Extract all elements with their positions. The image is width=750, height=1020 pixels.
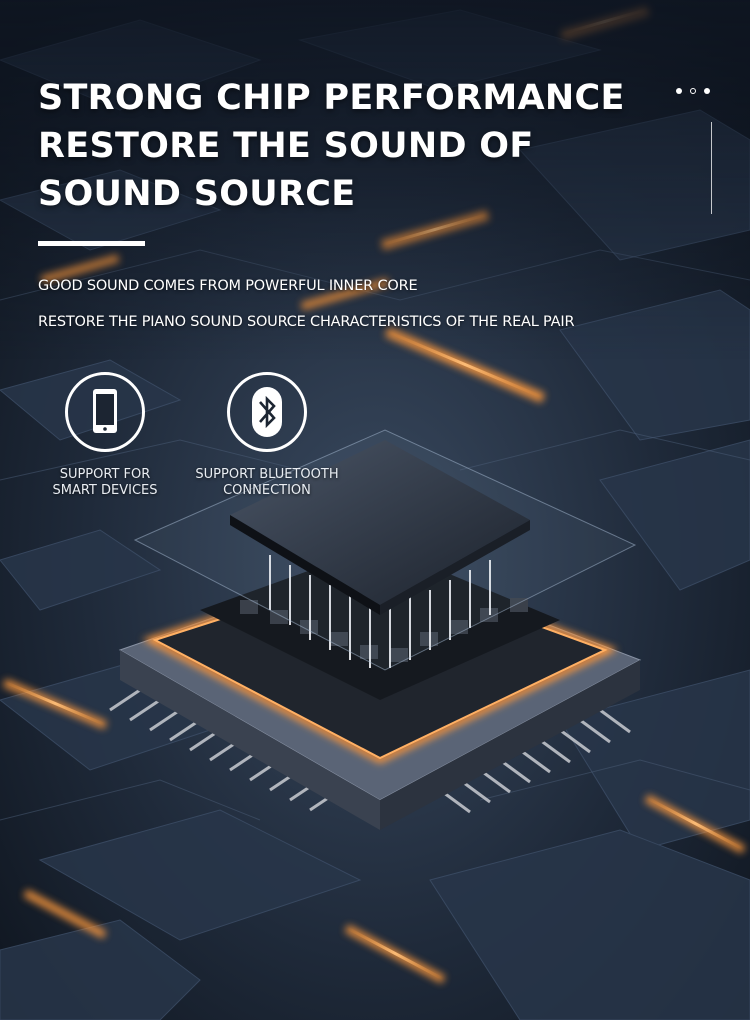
decorative-vertical-line bbox=[711, 122, 712, 214]
title-underline bbox=[38, 241, 145, 246]
subtitle-piano: RESTORE THE PIANO SOUND SOURCE CHARACTER… bbox=[38, 314, 575, 330]
smartphone-icon bbox=[65, 372, 145, 452]
headline: STRONG CHIP PERFORMANCE RESTORE THE SOUN… bbox=[38, 74, 625, 218]
feature-smart-devices: SUPPORT FOR SMART DEVICES bbox=[40, 372, 170, 499]
headline-line-3: SOUND SOURCE bbox=[38, 174, 356, 214]
dot-icon bbox=[676, 88, 682, 94]
feature-bluetooth: SUPPORT BLUETOOTH CONNECTION bbox=[187, 372, 347, 499]
headline-line-2: RESTORE THE SOUND OF bbox=[38, 126, 534, 166]
bluetooth-icon bbox=[227, 372, 307, 452]
dot-icon bbox=[690, 88, 696, 94]
feature-label: SUPPORT FOR SMART DEVICES bbox=[52, 467, 158, 498]
headline-line-1: STRONG CHIP PERFORMANCE bbox=[38, 78, 625, 118]
feature-label: SUPPORT BLUETOOTH CONNECTION bbox=[195, 467, 339, 498]
decorative-dots bbox=[676, 88, 716, 98]
dot-icon bbox=[704, 88, 710, 94]
subtitle-core: GOOD SOUND COMES FROM POWERFUL INNER COR… bbox=[38, 278, 418, 294]
